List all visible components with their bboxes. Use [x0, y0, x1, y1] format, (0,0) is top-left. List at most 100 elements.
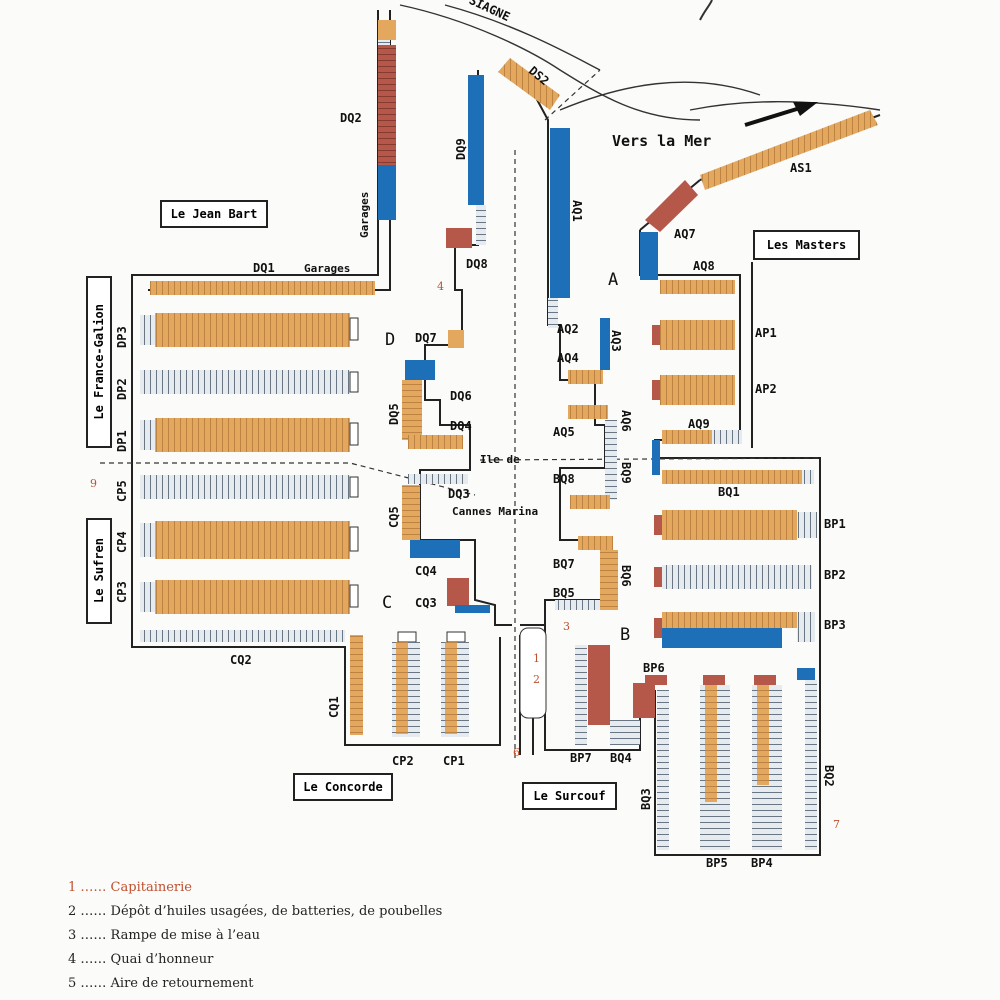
- pontoon-ap1: [660, 320, 735, 350]
- pontoon-cp2-head: [397, 631, 417, 643]
- pontoon-dp1-head: [349, 422, 359, 446]
- legend-item-separator: ……: [76, 952, 111, 967]
- label-as1: AS1: [790, 161, 812, 175]
- pontoon-cp4-head: [349, 526, 359, 552]
- pontoon-dp2: [140, 370, 350, 394]
- pontoon-bp5-end: [703, 675, 725, 685]
- legend-item: 3 …… Rampe de mise à l’eau: [68, 924, 442, 948]
- pontoon-cp5: [140, 475, 350, 499]
- label-cannes-marina: Cannes Marina: [452, 505, 538, 518]
- label-bq6: BQ6: [619, 565, 633, 587]
- berth-dq8: [446, 228, 472, 248]
- pontoon-bp3-end: [654, 618, 662, 638]
- flow-arrow-icon: [744, 106, 801, 127]
- zone-france-galion: Le France-Galion: [86, 276, 112, 448]
- label-cq5: CQ5: [387, 506, 401, 528]
- berth-bq9: [605, 470, 617, 500]
- berth-dq2-orange: [378, 20, 396, 40]
- legend-item: 2 …… Dépôt d’huiles usagées, de batterie…: [68, 900, 442, 924]
- berth-aq6: [605, 420, 617, 470]
- label-aq4: AQ4: [557, 351, 579, 365]
- label-bp1: BP1: [824, 517, 846, 531]
- pontoon-cp2: [396, 642, 408, 734]
- legend-item-text: Capitainerie: [110, 880, 192, 895]
- label-dq9: DQ9: [454, 138, 468, 160]
- berth-bq6: [600, 550, 618, 610]
- label-ap1: AP1: [755, 326, 777, 340]
- legend-item-separator: ……: [76, 928, 111, 943]
- label-dq6: DQ6: [450, 389, 472, 403]
- legend-item-number: 1: [68, 880, 77, 895]
- pontoon-cp3-slots: [140, 582, 155, 612]
- berth-bq7: [578, 536, 613, 550]
- marker-6: 6: [513, 746, 520, 759]
- berth-cq5: [402, 485, 420, 540]
- pontoon-cp3-head: [349, 584, 359, 608]
- zone-concorde-label: Le Concorde: [303, 780, 383, 794]
- berth-bq2-blue: [797, 668, 815, 680]
- berth-dq9: [468, 75, 484, 205]
- label-dq4: DQ4: [450, 419, 472, 433]
- pontoon-cp1-head: [446, 631, 466, 643]
- north-arrow-icon: [699, 0, 713, 21]
- berth-bq3: [657, 690, 669, 850]
- label-aq5: AQ5: [553, 425, 575, 439]
- label-dp2: DP2: [115, 378, 129, 400]
- label-bq7: BQ7: [553, 557, 575, 571]
- pontoon-cp5-head: [349, 476, 359, 498]
- pontoons-right: [575, 110, 878, 850]
- berth-dq5: [402, 380, 422, 440]
- berth-aq8: [660, 280, 735, 294]
- pontoon-dp2-head: [349, 371, 359, 393]
- label-dp3: DP3: [115, 326, 129, 348]
- label-bp5: BP5: [706, 856, 728, 870]
- pontoon-bp1-slots: [797, 512, 817, 538]
- legend-item-separator: ……: [76, 880, 111, 895]
- legend-item: 5 …… Aire de retournement: [68, 972, 442, 996]
- label-bp6: BP6: [643, 661, 665, 675]
- berth-dq4: [408, 435, 463, 449]
- marker-2: 2: [533, 673, 540, 686]
- marker-4: 4: [437, 280, 444, 293]
- pontoon-cp4-slots: [140, 523, 155, 557]
- label-aq6: AQ6: [619, 410, 633, 432]
- legend-item-text: Quai d’honneur: [110, 952, 214, 967]
- zone-jean-bart: Le Jean Bart: [160, 200, 268, 228]
- zone-sufren: Le Sufren: [86, 518, 112, 624]
- label-aq1: AQ1: [570, 200, 584, 222]
- zone-surcouf: Le Surcouf: [522, 782, 617, 810]
- legend-item-number: 4: [68, 952, 77, 967]
- label-bq9: BQ9: [619, 462, 633, 484]
- label-aq9: AQ9: [688, 417, 710, 431]
- berth-aq7-blue: [640, 232, 658, 280]
- berths-central: [402, 58, 618, 719]
- legend-item: 4 …… Quai d’honneur: [68, 948, 442, 972]
- legend-item: 1 …… Capitainerie: [68, 876, 442, 900]
- label-sector-a: A: [608, 270, 618, 290]
- berth-as1: [700, 110, 878, 190]
- berth-aq9-slots: [712, 430, 742, 444]
- legend-item-text: Rampe de mise à l’eau: [110, 928, 260, 943]
- berth-aq1: [550, 128, 570, 298]
- label-garages-vertical: Garages: [358, 192, 371, 238]
- label-bp3: BP3: [824, 618, 846, 632]
- berth-aq3: [600, 318, 610, 370]
- berth-aq9: [662, 430, 712, 444]
- label-dq8: DQ8: [466, 257, 488, 271]
- berth-cq2: [140, 630, 345, 642]
- label-bq5: BQ5: [553, 586, 575, 600]
- label-aq3: AQ3: [609, 330, 623, 352]
- berth-dq1: [150, 281, 375, 295]
- pontoon-ap1-end: [652, 325, 660, 345]
- berth-aq7: [645, 180, 698, 232]
- berth-cq1: [350, 635, 363, 735]
- berth-cq3-blue: [455, 605, 490, 613]
- berth-dq2-blue: [378, 165, 396, 220]
- zone-surcouf-label: Le Surcouf: [533, 789, 606, 803]
- berth-cq3: [447, 578, 469, 606]
- berth-bq5: [555, 600, 600, 610]
- pontoon-bp3-slots: [797, 612, 815, 642]
- berth-bp6: [633, 683, 655, 718]
- berth-bq4-slots: [610, 720, 640, 745]
